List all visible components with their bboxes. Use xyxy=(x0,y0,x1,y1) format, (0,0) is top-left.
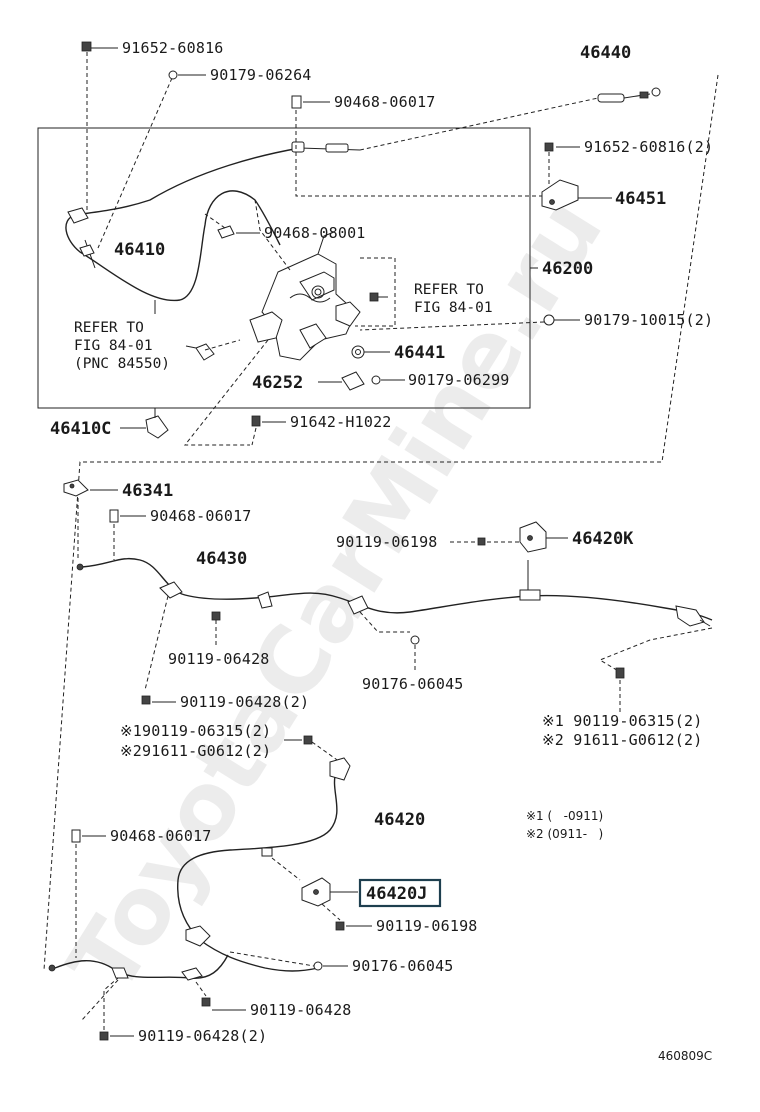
label-91652-60816-2[interactable]: 91652-60816(2) xyxy=(584,138,713,156)
refer-a-line1: REFER TO xyxy=(414,282,484,298)
label-91642-H1022[interactable]: 91642-H1022 xyxy=(290,413,392,431)
part-46440-icon xyxy=(597,87,661,103)
label-90119-06428-a[interactable]: 90119-06428 xyxy=(168,650,270,668)
label-46441[interactable]: 46441 xyxy=(394,343,445,363)
label-46410[interactable]: 46410 xyxy=(114,240,165,260)
label-46341[interactable]: 46341 xyxy=(122,481,173,501)
clip-46410-end-icon xyxy=(195,343,215,361)
bolt-90119-06315-right-icon xyxy=(615,667,625,679)
cable-46410 xyxy=(65,147,301,302)
nut-90179-06264-icon xyxy=(168,70,178,80)
label-90176-06045-a[interactable]: 90176-06045 xyxy=(362,675,464,693)
clip-90468-06017-c-icon xyxy=(71,829,81,843)
label-46440[interactable]: 46440 xyxy=(580,43,631,63)
bracket-46451-icon xyxy=(541,179,579,211)
label-90119-06428-2a[interactable]: 90119-06428(2) xyxy=(180,693,309,711)
bolt-90119-06428-b-icon xyxy=(201,997,211,1007)
label-90179-10015-2[interactable]: 90179-10015(2) xyxy=(584,311,713,329)
bolt-91642-H1022-icon xyxy=(251,415,261,427)
label-90119-06198-a[interactable]: 90119-06198 xyxy=(336,533,438,551)
bolt-90119-06428-2b-icon xyxy=(99,1031,109,1041)
label-90468-06017-c[interactable]: 90468-06017 xyxy=(110,827,212,845)
bracket-46410C-icon xyxy=(145,415,169,439)
lever-assembly-46200-icon xyxy=(249,231,361,361)
bolt-90119-06198-a-icon xyxy=(477,537,486,546)
highlight-46420J xyxy=(358,878,442,908)
nut-90179-06299-icon xyxy=(371,375,381,385)
label-90119-06428-b[interactable]: 90119-06428 xyxy=(250,1001,352,1019)
refer-a-line2: FIG 84-01 xyxy=(414,300,493,316)
note-right-1[interactable]: ※1 90119-06315(2) xyxy=(542,712,702,730)
label-46430[interactable]: 46430 xyxy=(196,549,247,569)
bracket-46420J-icon xyxy=(301,877,331,907)
clip-90468-06017-b-icon xyxy=(109,509,119,523)
refer-b-line1: REFER TO xyxy=(74,320,144,336)
label-90179-06264[interactable]: 90179-06264 xyxy=(210,66,312,84)
bolt-91652-60816-2-icon xyxy=(544,142,554,152)
label-90119-06198-b[interactable]: 90119-06198 xyxy=(376,917,478,935)
label-46200[interactable]: 46200 xyxy=(542,259,593,279)
label-90468-06017-b[interactable]: 90468-06017 xyxy=(150,507,252,525)
cable-46420-left xyxy=(54,954,229,979)
refer-b-line2: FIG 84-01 xyxy=(74,338,153,354)
nut-46441-icon xyxy=(351,345,365,359)
clip-90468-08001-icon xyxy=(217,225,235,239)
bolt-90119-06428-2a-icon xyxy=(141,695,151,705)
bolt-90119-06198-b-icon xyxy=(335,921,345,931)
nut-90179-10015-icon xyxy=(543,314,555,326)
clip-90468-06017-icon xyxy=(291,95,302,109)
bracket-46252-icon xyxy=(341,371,365,391)
label-90176-06045-b[interactable]: 90176-06045 xyxy=(352,957,454,975)
note-right-2[interactable]: ※2 91611-G0612(2) xyxy=(542,731,702,749)
bracket-46420K-icon xyxy=(519,521,547,553)
label-46420J[interactable]: 46420J xyxy=(366,884,427,904)
label-91652-60816[interactable]: 91652-60816 xyxy=(122,39,224,57)
bolt-90119-06315-left-icon xyxy=(303,735,313,745)
bracket-46341-icon xyxy=(63,479,89,497)
note-left-1[interactable]: ※190119-06315(2) xyxy=(120,722,271,740)
nut-90176-06045-b-icon xyxy=(313,961,323,971)
bolt-90119-06428-a-icon xyxy=(211,611,221,621)
cable-46420 xyxy=(177,771,338,972)
note-left-2[interactable]: ※291611-G0612(2) xyxy=(120,742,271,760)
label-46420K[interactable]: 46420K xyxy=(572,529,634,549)
label-46252[interactable]: 46252 xyxy=(252,373,303,393)
label-90468-06017-a[interactable]: 90468-06017 xyxy=(334,93,436,111)
label-90468-08001[interactable]: 90468-08001 xyxy=(264,224,366,242)
legend-1: ※1 ( -0911) xyxy=(526,809,603,823)
diagram-code: 460809C xyxy=(658,1049,712,1063)
bolt-91652-60816-icon xyxy=(81,41,92,52)
label-46451[interactable]: 46451 xyxy=(615,189,666,209)
legend-2: ※2 (0911- ) xyxy=(526,827,603,841)
label-46420[interactable]: 46420 xyxy=(374,810,425,830)
label-90119-06428-2b[interactable]: 90119-06428(2) xyxy=(138,1027,267,1045)
label-46410C[interactable]: 46410C xyxy=(50,419,111,439)
refer-b-line3: (PNC 84550) xyxy=(74,356,170,372)
nut-90176-06045-a-icon xyxy=(410,635,420,645)
label-90179-06299[interactable]: 90179-06299 xyxy=(408,371,510,389)
